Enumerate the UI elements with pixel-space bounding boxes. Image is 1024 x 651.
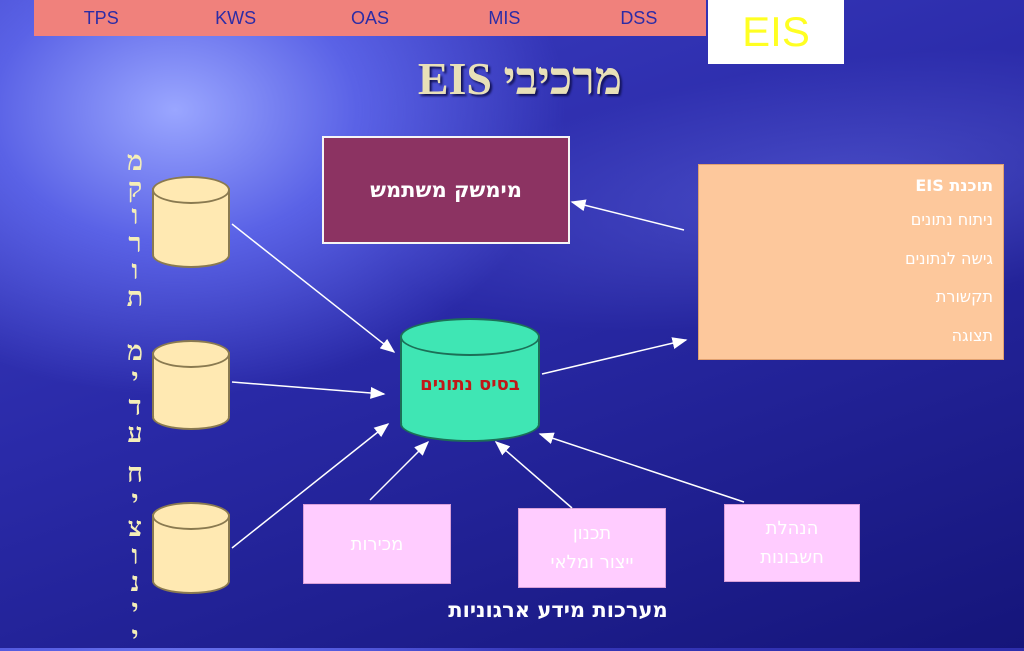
database-cylinder: בסיס נתונים [400,318,540,442]
eis-software-item: תצוגה [951,325,993,345]
vertical-letter: מ [126,146,143,176]
arrow-planning-to-db [494,441,573,509]
tab-tps[interactable]: TPS [83,7,119,28]
vertical-letter: י [131,485,139,516]
external-source-cylinder-3 [152,502,230,594]
org-system-line: מכירות [350,533,404,555]
eis-software-item: גישה לנתונים [904,248,993,268]
vertical-label-external-word: ח י צ ו נ י י [118,458,152,651]
vertical-letter: מ [126,336,143,367]
arrow-sales-to-db [369,440,430,501]
vertical-letter: י [131,621,139,651]
vertical-label-external-sources: מ ק ו ר ו ת מ י ד ע [118,146,152,448]
arrow-source3-to-db [231,423,390,549]
vertical-letter: ק [127,173,143,204]
vertical-letter: נ [130,566,140,597]
tab-oas[interactable]: OAS [351,7,390,28]
vertical-letter: י [131,594,139,625]
vertical-letter: ד [128,390,142,421]
org-system-line: תכנון [572,523,612,544]
eis-software-item: ניתוח נתונים [910,210,993,229]
system-type-tab-bar: TPS KWS OAS MIS DSS [34,0,706,36]
org-system-sales: מכירות [303,504,451,584]
arrow-source2-to-db [231,381,386,399]
vertical-letter: ח [127,458,143,488]
arrow-source1-to-db [231,223,396,353]
database-label: בסיס נתונים [420,374,520,395]
external-source-cylinder-2 [152,340,230,430]
arrow-accounting-to-db [538,432,745,503]
tab-dss[interactable]: DSS [620,7,658,28]
vertical-letter: ת [126,282,144,313]
vertical-letter: ע [127,417,143,448]
tab-mis[interactable]: MIS [488,7,521,28]
org-systems-caption: מערכות מידע ארגוניות [448,598,668,622]
user-interface-box: מימשק משתמש [322,136,570,244]
vertical-letter: ו [131,200,139,231]
vertical-letter: צ [127,512,143,543]
org-system-line: חשבונות [760,547,824,568]
eis-software-heading: תוכנת EIS [915,176,993,195]
org-system-planning: תכנון ייצור ומלאי [518,508,666,588]
org-system-line: הנהלת [765,518,819,539]
tab-kws[interactable]: KWS [215,7,257,28]
vertical-letter: ו [131,254,139,285]
eis-software-panel: תוכנת EIS ניתוח נתונים גישה לנתונים תקשו… [698,164,1004,360]
arrow-eis-to-ui [570,199,685,231]
page-title: מרכיבי EIS [417,53,623,104]
eis-software-item: תקשורת [935,287,993,306]
external-source-cylinder-1 [152,176,230,268]
tab-eis-active[interactable]: EIS [708,0,844,64]
vertical-letter: י [131,363,139,394]
org-system-line: ייצור ומלאי [550,552,634,573]
vertical-letter: ר [128,227,142,258]
vertical-letter: ו [131,539,139,570]
org-system-accounting: הנהלת חשבונות [724,504,860,582]
arrow-db-to-eis [541,337,688,375]
